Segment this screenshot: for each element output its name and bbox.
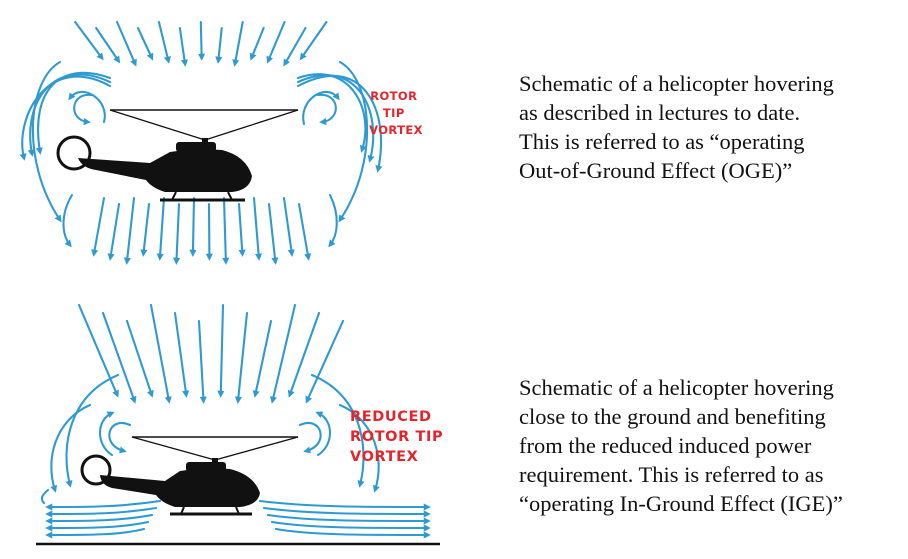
oge-inflow-streamline (299, 20, 328, 61)
oge-inflow-streamline (266, 20, 286, 64)
oge-outer-streamline (31, 60, 62, 223)
ige-vortex-label: REDUCED ROTOR TIP VORTEX (350, 409, 449, 465)
oge-inflow-streamline (232, 20, 244, 67)
ige-vortex-streamline (98, 411, 115, 457)
ige-caption-line: from the reduced induced power (519, 433, 812, 458)
oge-caption-line: Out-of-Ground Effect (OGE)” (519, 158, 793, 183)
oge-caption: Schematic of a helicopter hovering as de… (519, 69, 834, 185)
ige-outer-streamline (338, 403, 380, 493)
oge-vortex-streamline (19, 75, 112, 161)
ige-ground-outflow-streamline (45, 520, 150, 532)
ige-ground-outflow-streamline (45, 506, 158, 518)
oge-downwash-streamline (237, 202, 246, 257)
oge-vortex-label: ROTOR TIP VORTEX (369, 89, 423, 137)
oge-diagram: ROTOR TIP VORTEX (0, 0, 500, 285)
oge-outer-streamline (62, 193, 74, 248)
ige-inflow-streamline (197, 319, 207, 404)
oge-inflow-streamline (178, 26, 188, 67)
ige-inflow-streamline (125, 319, 154, 398)
ige-outer-streamline (40, 488, 50, 505)
ige-caption-line: “operating In-Ground Effect (IGE)” (519, 491, 843, 516)
ige-inflow-streamline (77, 303, 119, 398)
ige-ground-outflow-streamline (270, 520, 431, 532)
ige-helicopter (80, 436, 299, 516)
oge-vortex-streamline (73, 93, 94, 126)
ige-outer-streamline (50, 403, 92, 493)
ige-caption-line: requirement. This is referred to as (519, 462, 824, 487)
oge-downwash-streamline (140, 202, 151, 257)
oge-downwash-streamline (267, 202, 279, 265)
ige-ground-outflow-streamline (266, 513, 431, 525)
ige-vortex-label-line: VORTEX (350, 449, 418, 465)
oge-caption-line: This is referred to as “operating (519, 129, 805, 154)
oge-vortex-streamline (68, 90, 106, 124)
oge-downwash-streamline (173, 202, 181, 265)
oge-inflow-streamline (74, 20, 104, 61)
oge-vortex-label-line: ROTOR (370, 89, 417, 103)
ige-ground-outflow-streamline (258, 499, 431, 511)
ige-caption-line: Schematic of a helicopter hovering (519, 375, 834, 400)
ige-inflow-streamline (270, 303, 297, 404)
ige-inflow-streamline (287, 311, 321, 398)
oge-inflow-streamline (249, 26, 265, 61)
ige-ground-outflow-streamline (45, 527, 146, 539)
ige-outer-streamline (310, 373, 365, 488)
ige-outer-streamline (65, 373, 120, 488)
ige-ground-outflow-streamline (262, 506, 431, 518)
ige-diagram-svg: REDUCED ROTOR TIP VORTEX (36, 303, 449, 546)
ige-vortex-streamline (108, 422, 132, 454)
oge-downwash-streamline (91, 196, 106, 257)
ige-inflow-streamline (305, 319, 345, 404)
oge-vortex-streamline (35, 71, 112, 155)
oge-downwash-streamline (222, 196, 230, 265)
oge-inflow-streamline (136, 26, 154, 61)
ige-caption: Schematic of a helicopter hovering close… (519, 373, 843, 518)
ige-vortex-label-line: REDUCED (350, 409, 432, 425)
oge-vortex-streamline (302, 91, 340, 126)
ige-vortex-streamline (315, 411, 332, 457)
ige-ground-outflow-streamline (45, 499, 162, 511)
ige-inflow-streamline (234, 311, 249, 404)
oge-caption-line: Schematic of a helicopter hovering (519, 71, 834, 96)
ige-ground-outflow-streamline (274, 527, 431, 539)
oge-inflow-streamline (215, 26, 223, 64)
oge-downwash-streamline (189, 196, 197, 257)
ige-caption-line: close to the ground and benefiting (519, 404, 826, 429)
oge-vortex-streamline (296, 74, 383, 173)
oge-outer-streamline (338, 60, 369, 223)
oge-vortex-streamline (296, 73, 367, 153)
oge-downwash-streamline (282, 196, 295, 257)
oge-inflow-streamline (157, 20, 171, 64)
oge-airflow-streamlines (19, 20, 383, 265)
oge-downwash-streamline (123, 196, 136, 265)
oge-inflow-streamline (198, 20, 206, 61)
oge-caption-line: as described in lectures to date. (519, 100, 801, 125)
ige-ground-outflow-streamline (45, 513, 154, 525)
oge-vortex-label-line: TIP (383, 106, 405, 120)
ige-inflow-streamline (149, 303, 172, 404)
oge-downwash-streamline (107, 202, 121, 261)
ige-inflow-streamline (101, 311, 137, 404)
oge-vortex-streamline (316, 93, 337, 126)
ige-vortex-label-line: ROTOR TIP (350, 429, 443, 445)
oge-inflow-streamline (116, 20, 137, 67)
ige-vortex-streamline (298, 422, 322, 454)
oge-inflow-streamline (95, 26, 121, 64)
oge-vortex-label-line: VORTEX (369, 123, 423, 137)
ige-inflow-streamline (173, 311, 190, 398)
ige-airflow-streamlines (40, 303, 431, 539)
oge-downwash-streamline (252, 196, 263, 261)
oge-helicopter (56, 109, 299, 202)
oge-diagram-svg: ROTOR TIP VORTEX (19, 20, 423, 265)
oge-inflow-streamline (283, 26, 307, 67)
oge-downwash-streamline (297, 202, 312, 261)
ige-inflow-streamline (252, 319, 273, 398)
ige-diagram: REDUCED ROTOR TIP VORTEX (0, 285, 500, 559)
oge-downwash-streamline (156, 196, 166, 261)
oge-outer-streamline (328, 193, 338, 248)
ige-inflow-streamline (217, 303, 225, 398)
